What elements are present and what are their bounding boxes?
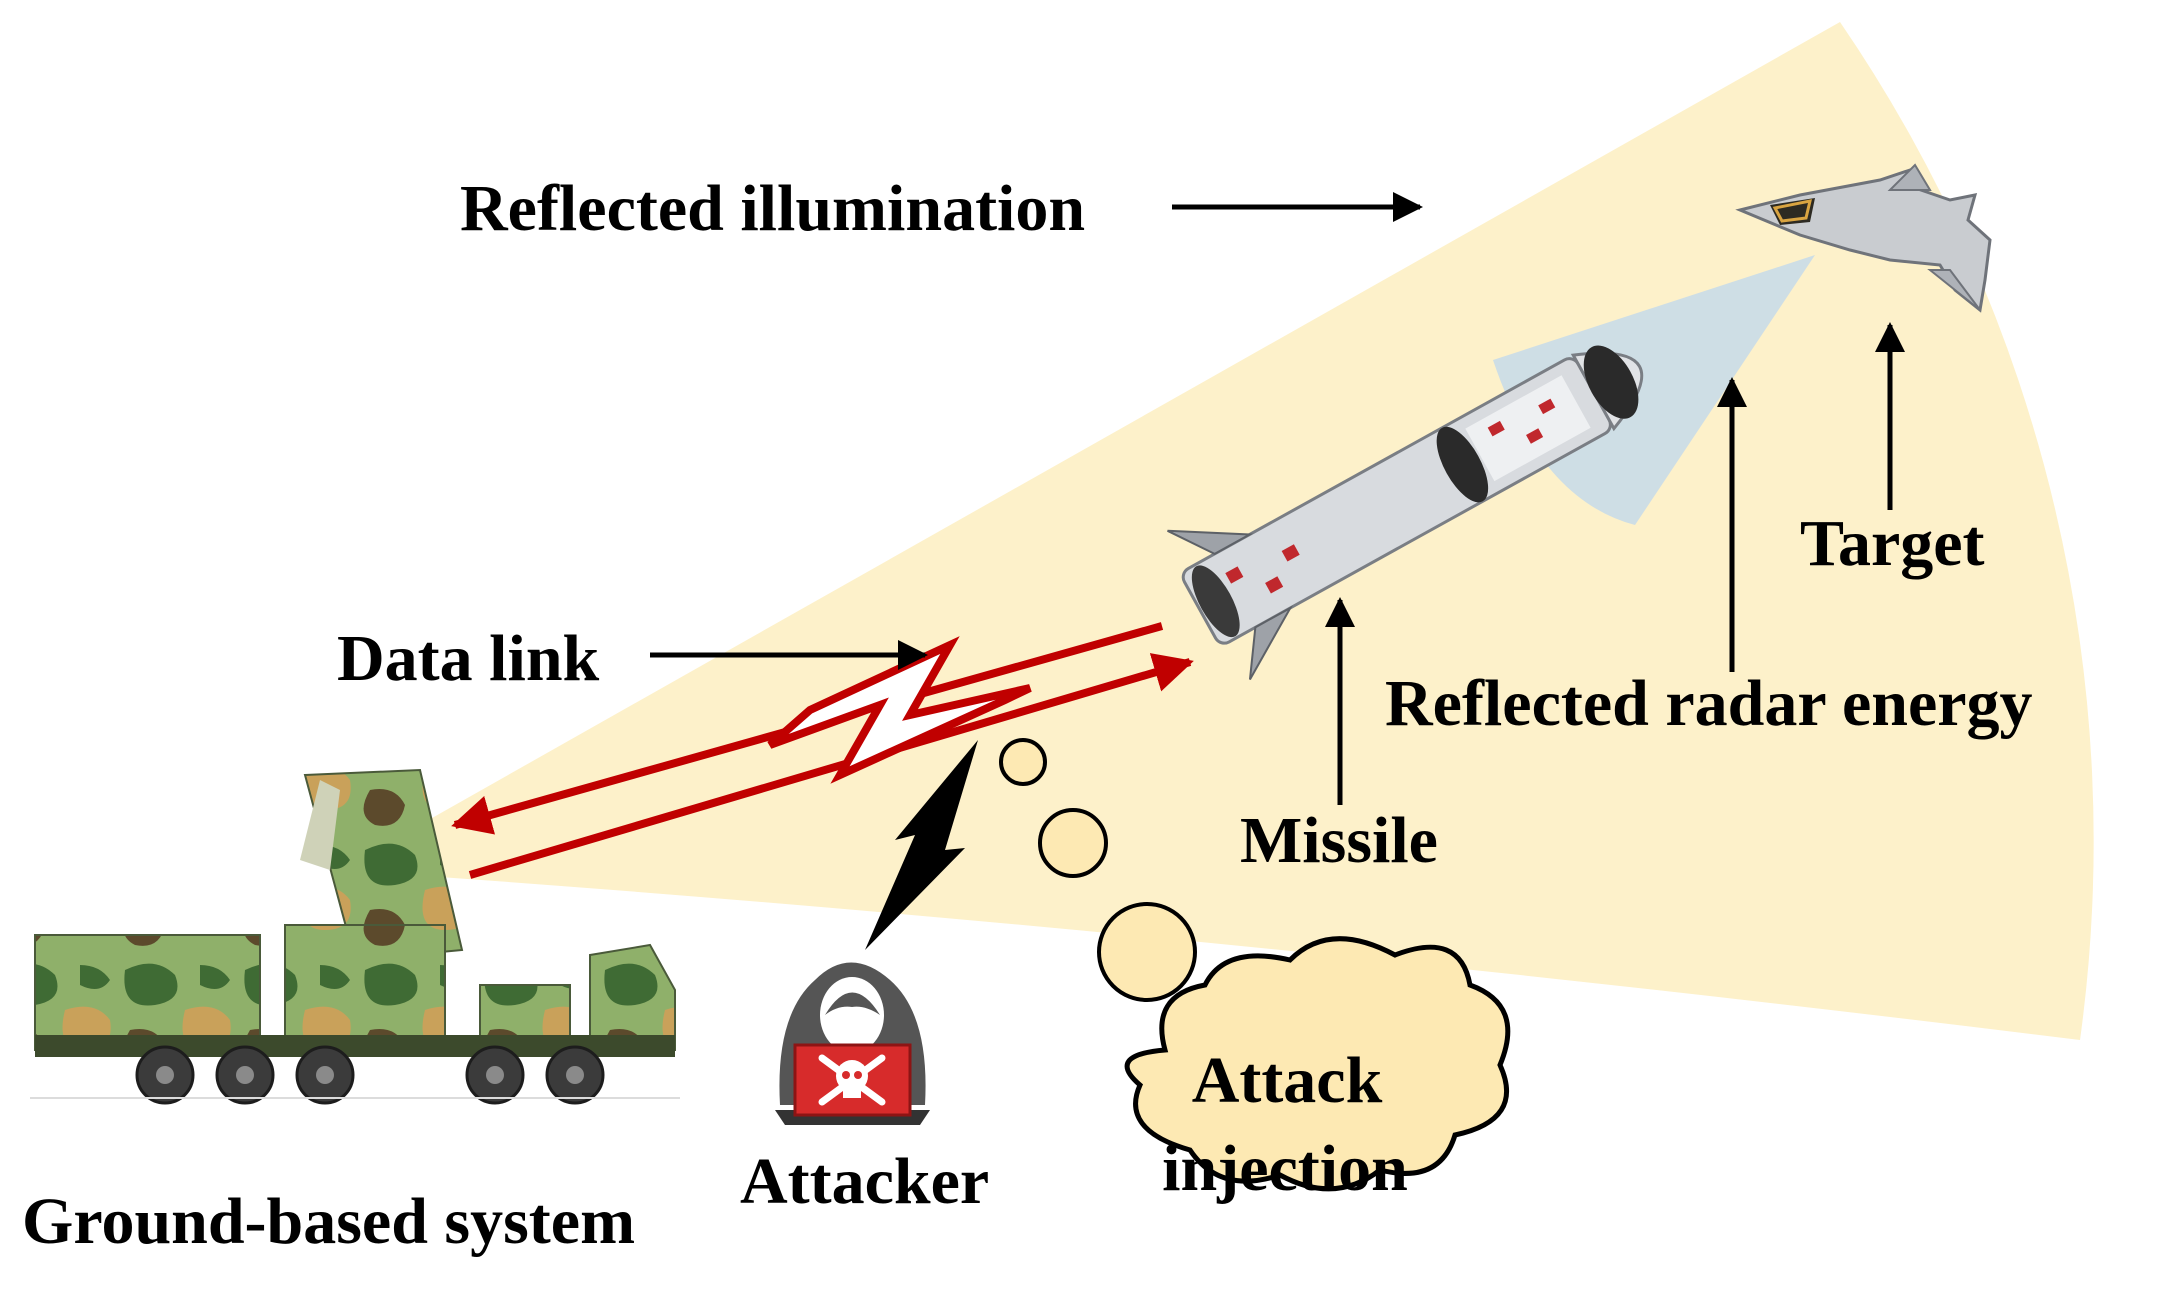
target-label: Target (1800, 507, 1985, 580)
attack-injection-label-line2: injection (1162, 1132, 1408, 1205)
ground-based-system-label: Ground-based system (22, 1185, 635, 1258)
thought-cloud-icon (1124, 936, 1511, 1192)
radar-return-cone (1493, 255, 1815, 525)
reflected-illumination-label: Reflected illumination (460, 172, 1085, 245)
reflected-radar-energy-label: Reflected radar energy (1385, 667, 2033, 740)
missile-icon (1167, 345, 1644, 680)
launcher-truck-icon (30, 768, 680, 1105)
thought-bubbles (999, 738, 1197, 1002)
annotation-arrows (650, 192, 1905, 805)
uplink-arrow (468, 653, 1194, 879)
missile-label: Missile (1240, 804, 1438, 877)
hooded-hacker-icon (775, 962, 930, 1125)
jamming-zigzag-icon (767, 636, 1032, 784)
data-link-label: Data link (337, 622, 600, 695)
skull-crossbones-icon (818, 1054, 886, 1106)
attack-injection-label-line1: Attack (1192, 1044, 1383, 1117)
attacker-label: Attacker (740, 1145, 989, 1218)
fighter-jet-icon (1735, 163, 1992, 313)
lightning-bolt-icon (865, 740, 978, 950)
